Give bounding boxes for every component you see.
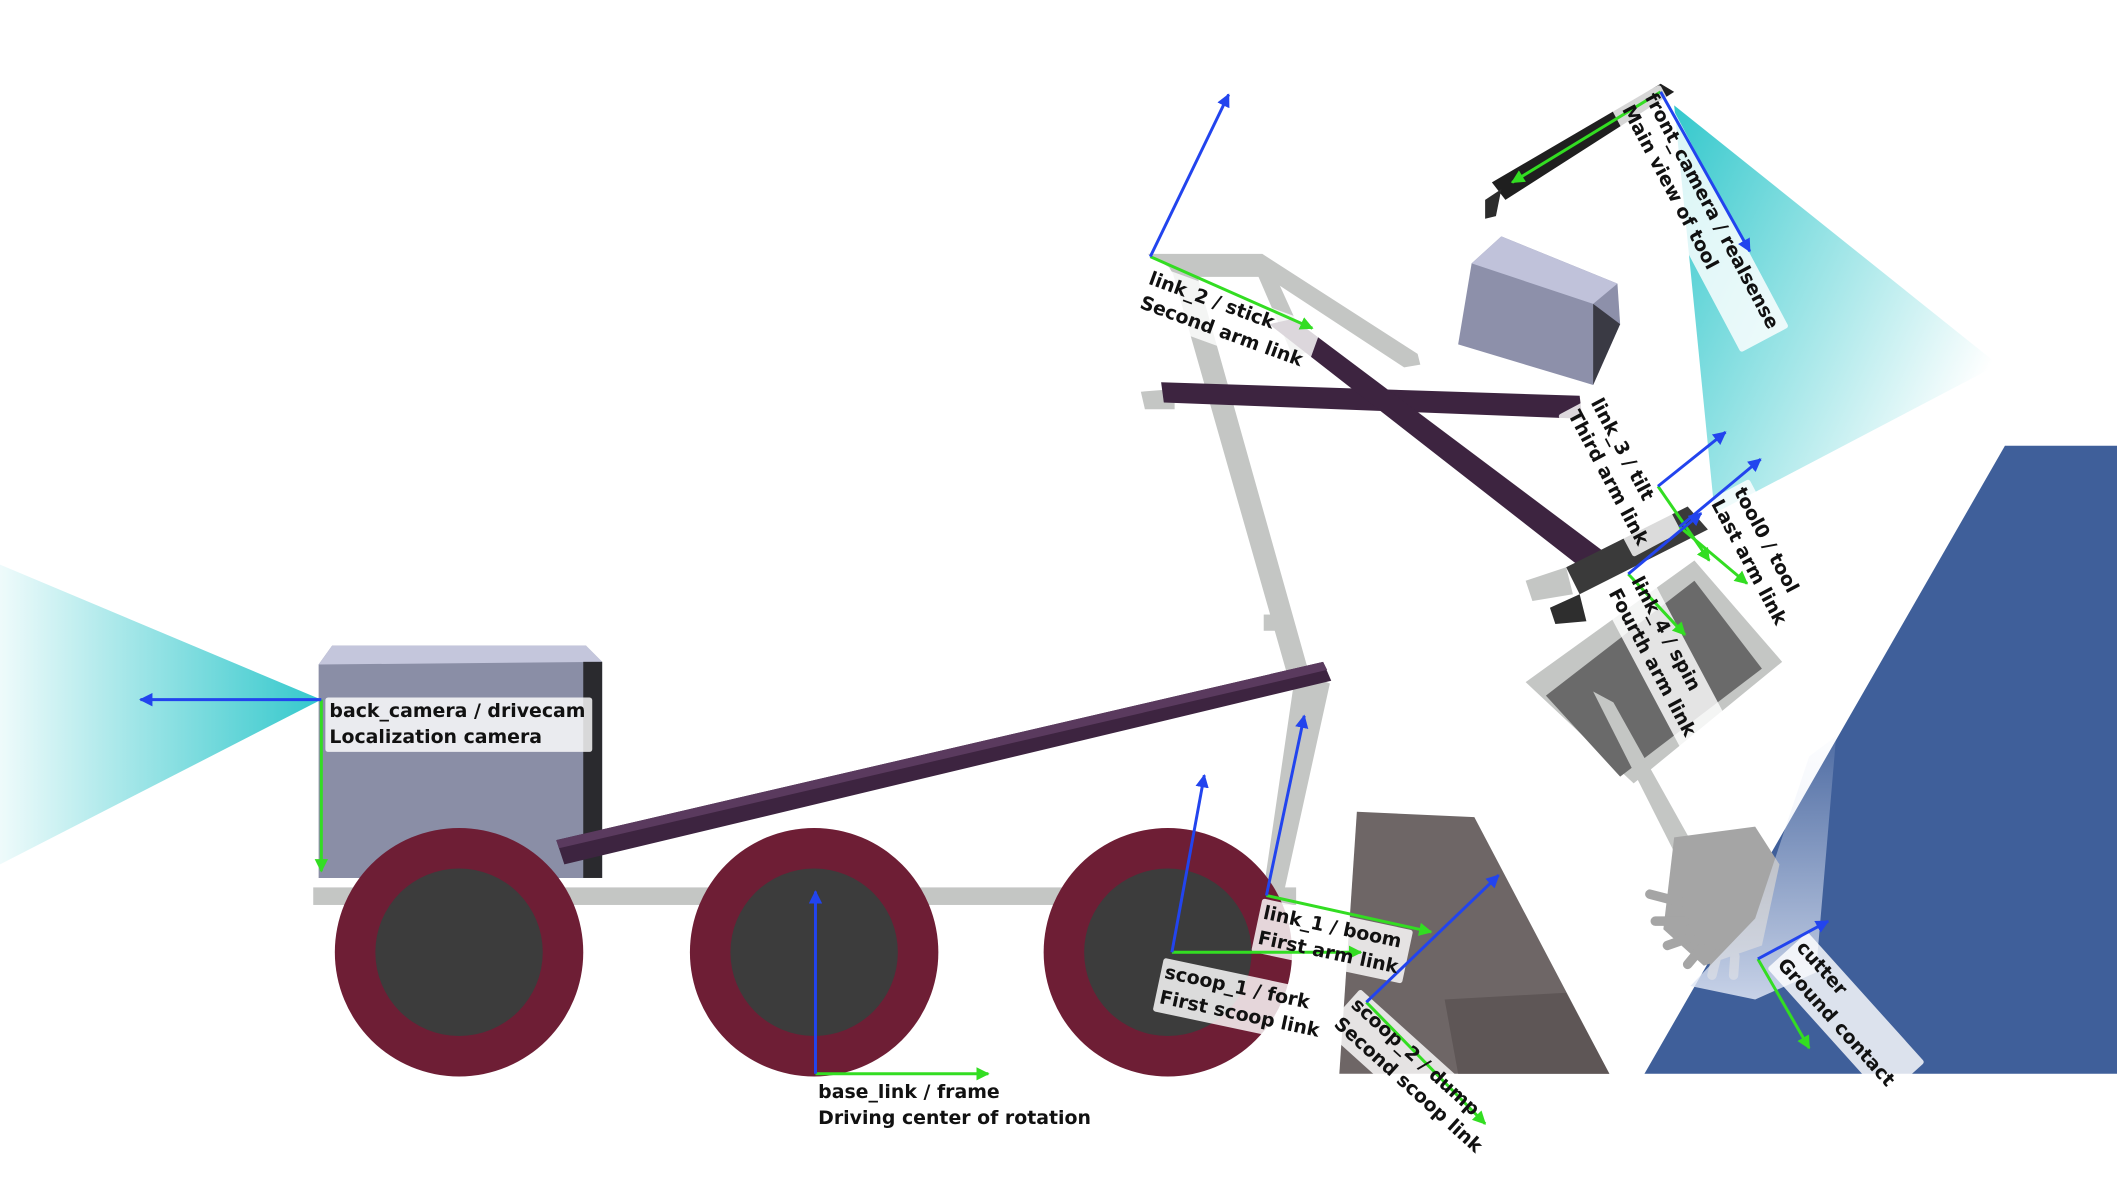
upper-beam-diagonal bbox=[1269, 318, 1607, 573]
cutter-glow bbox=[1690, 736, 1837, 1000]
frame-label-link-2-backdrop bbox=[1132, 264, 1322, 377]
front-camera-z-axis-arrow bbox=[1659, 91, 1752, 253]
frame-name: back_camera / drivecam bbox=[329, 700, 585, 722]
link-4-x-axis-arrow bbox=[1627, 573, 1687, 636]
frame-label-cutter-backdrop bbox=[1768, 933, 1924, 1098]
frame-label-base-link-backdrop bbox=[814, 1078, 1098, 1133]
frame-label-front-camera-backdrop bbox=[1612, 85, 1788, 352]
frame-label-scoop-2-backdrop bbox=[1325, 990, 1510, 1164]
frame-label-link-1-backdrop bbox=[1251, 898, 1413, 984]
link-3-z-axis-arrow bbox=[1657, 431, 1727, 488]
frame-description: Localization camera bbox=[329, 726, 542, 748]
frame-label-back-camera-backdrop bbox=[325, 697, 593, 752]
frame-label-link-3-backdrop bbox=[1558, 390, 1681, 557]
link-1-z-axis-arrow bbox=[1264, 714, 1309, 896]
label-backdrops bbox=[325, 85, 1924, 1164]
link-4-z-axis-arrow bbox=[1627, 512, 1703, 576]
scoop-2-z-axis-arrow bbox=[1365, 874, 1500, 1004]
scoop-bucket-shade bbox=[1444, 992, 1610, 1074]
cutter-z-axis-arrow bbox=[1757, 919, 1830, 961]
front-camera-cone bbox=[1674, 105, 1999, 514]
front-camera-x-axis-arrow bbox=[1511, 90, 1662, 184]
frame-label-tool0-backdrop bbox=[1701, 479, 1819, 637]
wheel-rear bbox=[334, 827, 584, 1077]
link-1-x-axis-arrow bbox=[1266, 894, 1433, 936]
cutter-x-axis-arrow bbox=[1756, 958, 1811, 1050]
frame-label-scoop-1-backdrop bbox=[1153, 958, 1334, 1047]
frame-label-base-link: base_link / frame Driving center of rota… bbox=[818, 1081, 1091, 1129]
scoop-2-x-axis-arrow bbox=[1365, 1001, 1487, 1125]
tool0-x-axis-arrow bbox=[1678, 525, 1749, 585]
frame-axes bbox=[139, 90, 1830, 1125]
frame-label-link-4-backdrop bbox=[1599, 568, 1728, 748]
link-2-x-axis-arrow bbox=[1149, 255, 1314, 330]
frame-description: Driving center of rotation bbox=[818, 1107, 1091, 1129]
frame-label-back-camera: back_camera / drivecam Localization came… bbox=[329, 700, 585, 748]
frame-name: base_link / frame bbox=[818, 1081, 1000, 1103]
link-2-z-axis-arrow bbox=[1148, 93, 1230, 258]
scoop-1-z-axis-arrow bbox=[1170, 773, 1209, 953]
back-camera-cone bbox=[0, 564, 322, 865]
